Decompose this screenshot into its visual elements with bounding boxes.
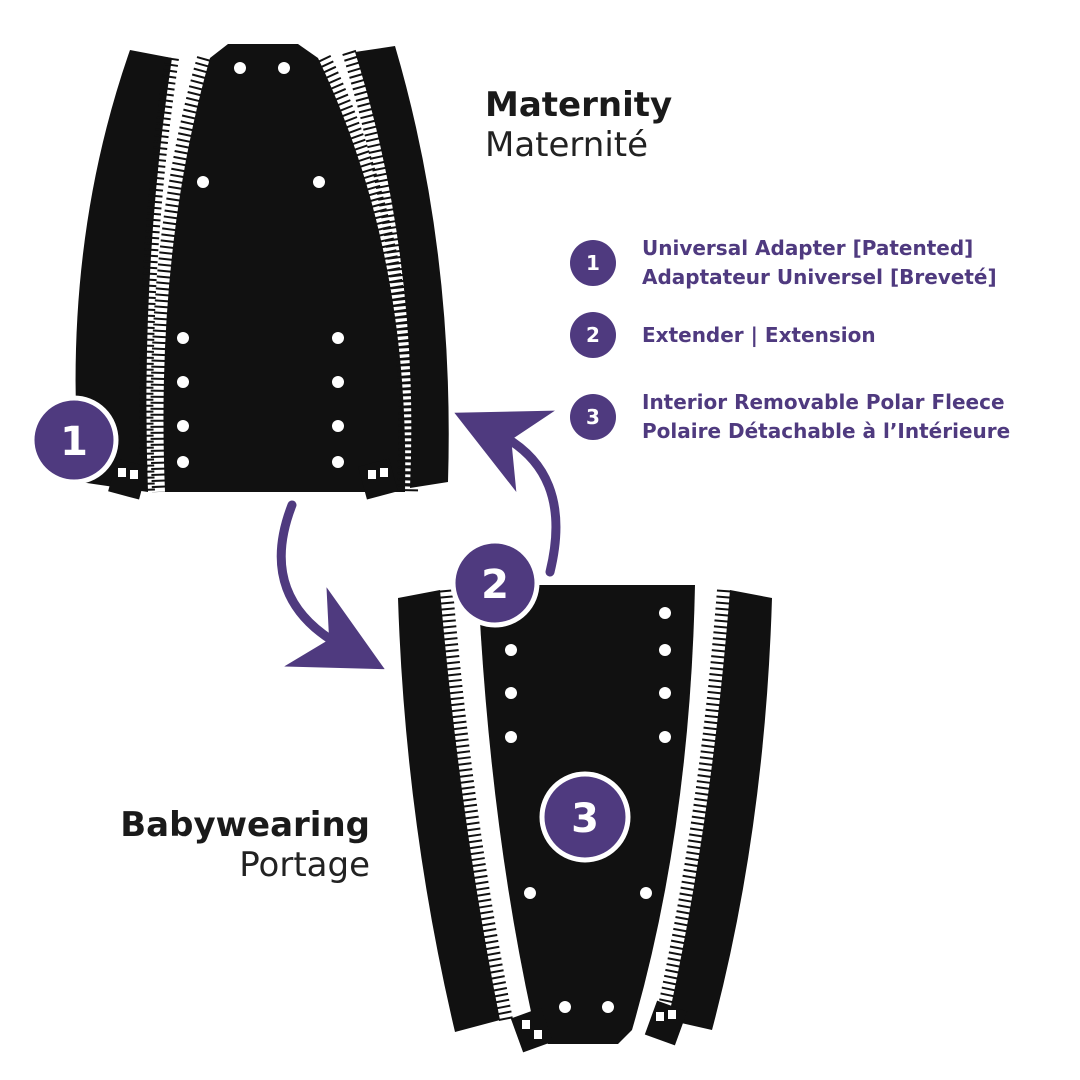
left-zipper-teeth (439, 589, 513, 1022)
marker-2: 2 (450, 538, 540, 628)
legend-item-3: 3 Interior Removable Polar Fleece Polair… (570, 388, 1010, 446)
legend-number: 2 (570, 312, 616, 358)
svg-text:3: 3 (571, 796, 599, 842)
legend-line: Interior Removable Polar Fleece (642, 390, 1005, 414)
legend-line: Polaire Détachable à l’Intérieure (642, 419, 1011, 443)
right-zipper-teeth (655, 589, 731, 1022)
legend-line: Extender | Extension (642, 322, 876, 347)
maternity-title: Maternity (485, 85, 673, 125)
zipper-pull-icon (108, 458, 148, 500)
maternity-subtitle: Maternité (485, 125, 649, 165)
left-zipper-strip (398, 590, 500, 1032)
zipper-pull-icon (358, 458, 398, 500)
babywearing-subtitle: Portage (239, 845, 370, 885)
snap-holes (177, 62, 344, 468)
svg-text:2: 2 (481, 562, 509, 608)
legend-number: 3 (570, 394, 616, 440)
center-panel-teeth-left (150, 56, 211, 493)
svg-text:1: 1 (60, 419, 88, 465)
marker-1: 1 (29, 395, 119, 485)
legend-line: Adaptateur Universel [Breveté] (642, 265, 997, 289)
babywearing-heading: Babywearing Portage (105, 805, 370, 885)
marker-3: 3 (539, 771, 631, 863)
babywearing-title: Babywearing (120, 805, 370, 845)
right-zipper-teeth (342, 49, 413, 489)
arrow-down-icon (276, 500, 385, 670)
legend-line: Universal Adapter [Patented] (642, 236, 974, 260)
right-zipper-strip (668, 590, 772, 1030)
legend-item-1: 1 Universal Adapter [Patented] Adaptateu… (570, 234, 997, 292)
legend-item-2: 2 Extender | Extension (570, 312, 876, 358)
zipper-pull-icon (510, 1007, 554, 1053)
arrow-up-icon (454, 410, 561, 577)
zipper-pull-icon (644, 1000, 688, 1046)
maternity-garment (75, 44, 449, 500)
center-panel (163, 44, 406, 492)
left-zipper-strip (75, 50, 172, 492)
snap-holes (505, 607, 671, 1013)
maternity-heading: Maternity Maternité (485, 85, 672, 165)
right-zipper-strip (355, 46, 449, 488)
legend-number: 1 (570, 240, 616, 286)
